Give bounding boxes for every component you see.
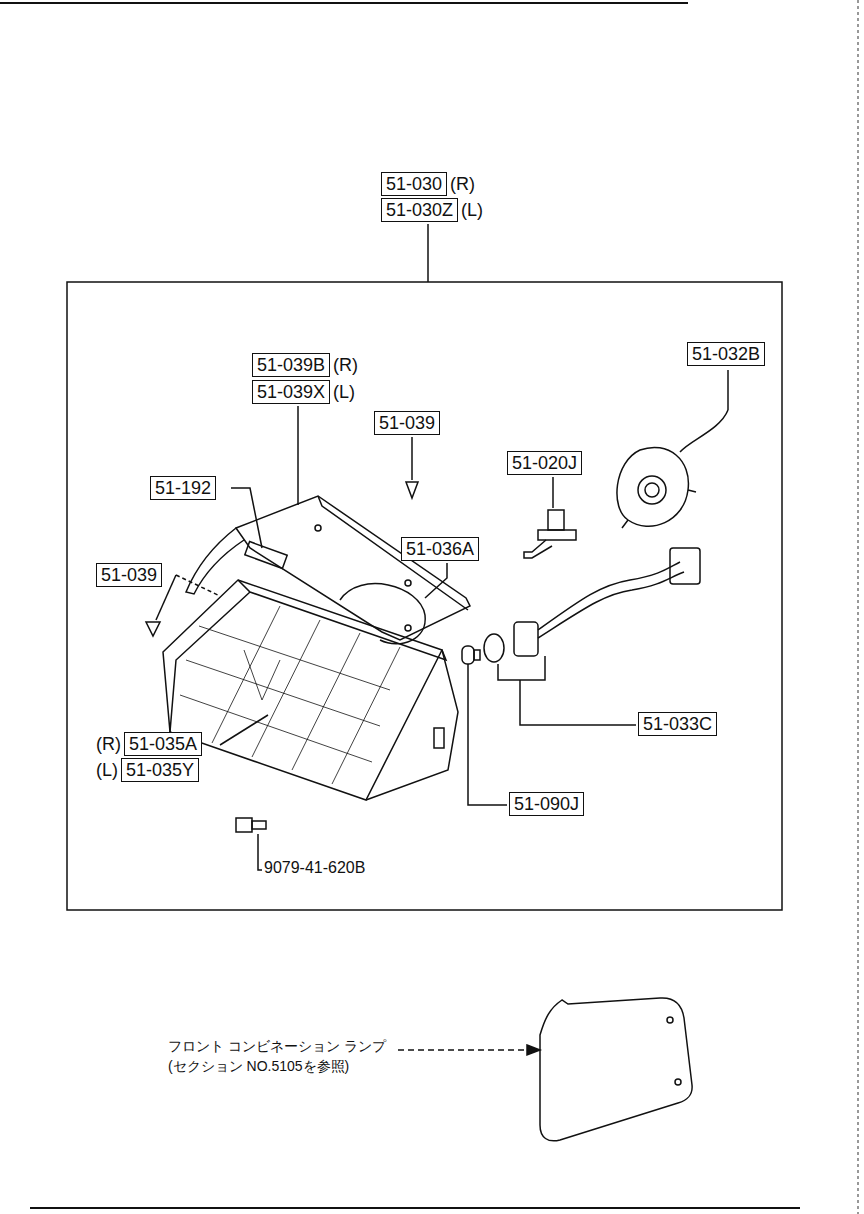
part-number-text: 51-192: [150, 476, 216, 500]
side-mark: (R): [450, 174, 475, 194]
side-mark: (L): [333, 382, 355, 402]
side-mark: (R): [96, 734, 121, 754]
side-mark: (L): [96, 760, 118, 780]
part-number-text: 51-090J: [509, 792, 584, 816]
side-bulb: [462, 646, 480, 664]
socket-seal: [484, 634, 504, 662]
headlamp-lens: [163, 580, 442, 800]
reflector: [340, 584, 425, 644]
leader-line: [156, 370, 728, 870]
part-number-text: 51-039X: [252, 380, 330, 404]
group-frame: [67, 282, 782, 910]
part-number: 51-039: [374, 411, 440, 435]
side-seal: [186, 528, 244, 594]
part-number: 51-036A: [401, 537, 479, 561]
screw: [146, 622, 160, 636]
part-number: 51-032B: [687, 342, 765, 366]
leader-line: [427, 224, 429, 282]
part-number-text: 51-039: [96, 563, 162, 587]
part-number: 51-020J: [507, 451, 582, 475]
part-number-text: 51-032B: [687, 342, 765, 366]
leader-line: [398, 1049, 535, 1051]
part-number-text: 51-036A: [401, 537, 479, 561]
part-number-text: 51-035A: [124, 732, 202, 756]
part-number-text: 51-035Y: [121, 758, 199, 782]
corner-lamp: [540, 998, 692, 1141]
part-number: 51-039X(L): [252, 380, 355, 404]
part-number: 51-039: [96, 563, 162, 587]
bulb-cap: [617, 447, 696, 528]
bolt: [236, 818, 266, 832]
screw: [406, 482, 418, 498]
part-number: 51-192: [150, 476, 216, 500]
part-number: 51-030Z(L): [381, 198, 483, 222]
mounting-bracket: [236, 496, 470, 640]
headlamp-housing: [366, 650, 458, 800]
part-number-text: 51-033C: [638, 712, 717, 736]
part-number-text: 51-020J: [507, 451, 582, 475]
page-rule: [30, 1207, 800, 1209]
side-mark: (L): [461, 200, 483, 220]
page-edge: [857, 0, 859, 1214]
note-text: フロント コンビネーション ランプ: [166, 1038, 388, 1056]
part-number-text: 51-030Z: [381, 198, 458, 222]
part-number: (R)51-035A: [96, 732, 202, 756]
part-number: 51-039B(R): [252, 353, 358, 377]
part-number: 51-030(R): [381, 172, 475, 196]
part-number-label: 9079-41-620B: [262, 859, 367, 877]
halogen-bulb: [548, 510, 564, 530]
note-text: (セクション NO.5105を参照): [166, 1058, 351, 1076]
arrow-head: [527, 1045, 540, 1055]
part-number: 51-033C: [638, 712, 717, 736]
bulb-socket: [514, 548, 700, 656]
part-number: 51-090J: [509, 792, 584, 816]
side-mark: (R): [333, 355, 358, 375]
part-number: (L)51-035Y: [96, 758, 199, 782]
part-number-text: 51-030: [381, 172, 447, 196]
part-number-text: 51-039B: [252, 353, 330, 377]
page-rule: [0, 2, 688, 4]
part-number-text: 51-039: [374, 411, 440, 435]
